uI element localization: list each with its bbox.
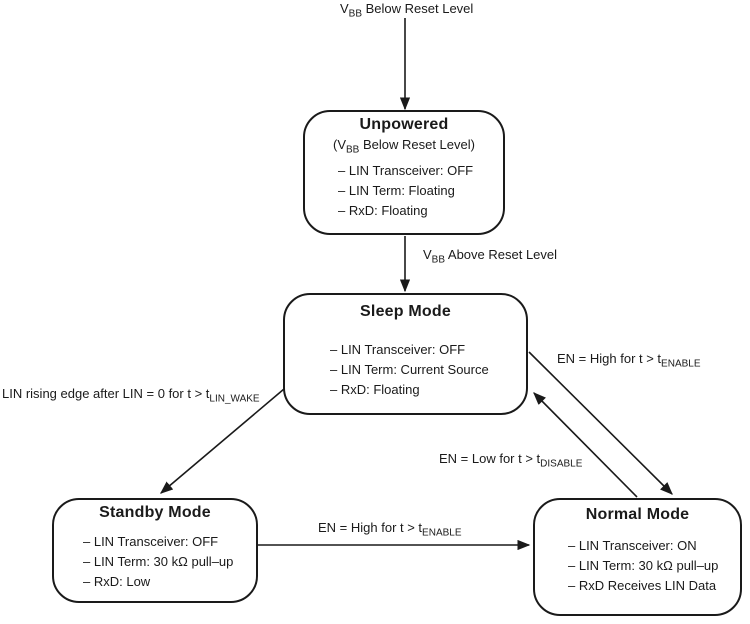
state-item: – RxD: Floating — [338, 203, 428, 218]
state-standby: Standby Mode – LIN Transceiver: OFF – LI… — [52, 498, 258, 603]
state-item: – LIN Transceiver: OFF — [338, 163, 474, 178]
state-title: Normal Mode — [585, 506, 690, 523]
transition-label-en-low-normal-to-sleep: EN = Low for t > tDISABLE — [439, 451, 583, 470]
state-item: – LIN Transceiver: ON — [568, 538, 697, 553]
state-title: Standby Mode — [99, 504, 211, 521]
transition-label-vbb-above-reset: VBB Above Reset Level — [423, 247, 558, 266]
arrow-normal-to-sleep — [533, 392, 638, 498]
state-item-list: – LIN Transceiver: OFF – LIN Term: Curre… — [285, 340, 526, 400]
state-item: – LIN Transceiver: OFF — [330, 342, 466, 357]
state-subtitle: (VBB Below Reset Level) — [333, 137, 475, 156]
transition-label-vbb-below-reset: VBB Below Reset Level — [340, 1, 474, 20]
state-item: – RxD: Low — [83, 574, 151, 589]
state-title: Unpowered — [359, 116, 449, 133]
state-normal: Normal Mode – LIN Transceiver: ON – LIN … — [533, 498, 742, 616]
state-item: – LIN Term: Floating — [338, 183, 455, 198]
transition-label-en-high-sleep-to-normal: EN = High for t > tENABLE — [557, 351, 701, 370]
state-item-list: – LIN Transceiver: OFF – LIN Term: Float… — [305, 161, 503, 221]
state-sleep: Sleep Mode – LIN Transceiver: OFF – LIN … — [283, 293, 528, 415]
state-item: – LIN Term: 30 kΩ pull–up — [83, 554, 234, 569]
state-item: – RxD: Floating — [330, 382, 420, 397]
state-item: – LIN Term: Current Source — [330, 362, 489, 377]
state-item-list: – LIN Transceiver: ON – LIN Term: 30 kΩ … — [535, 536, 740, 596]
state-title: Sleep Mode — [360, 303, 451, 320]
state-item: – LIN Transceiver: OFF — [83, 534, 219, 549]
arrow-sleep-to-standby — [160, 388, 285, 494]
state-unpowered: Unpowered (VBB Below Reset Level) – LIN … — [303, 110, 505, 235]
transition-label-en-high-standby-to-normal: EN = High for t > tENABLE — [318, 520, 462, 539]
state-item: – LIN Term: 30 kΩ pull–up — [568, 558, 719, 573]
transition-label-lin-wake: LIN rising edge after LIN = 0 for t > tL… — [2, 386, 260, 405]
state-item: – RxD Receives LIN Data — [568, 578, 717, 593]
state-item-list: – LIN Transceiver: OFF – LIN Term: 30 kΩ… — [54, 532, 256, 592]
arrow-sleep-to-normal — [528, 351, 673, 495]
